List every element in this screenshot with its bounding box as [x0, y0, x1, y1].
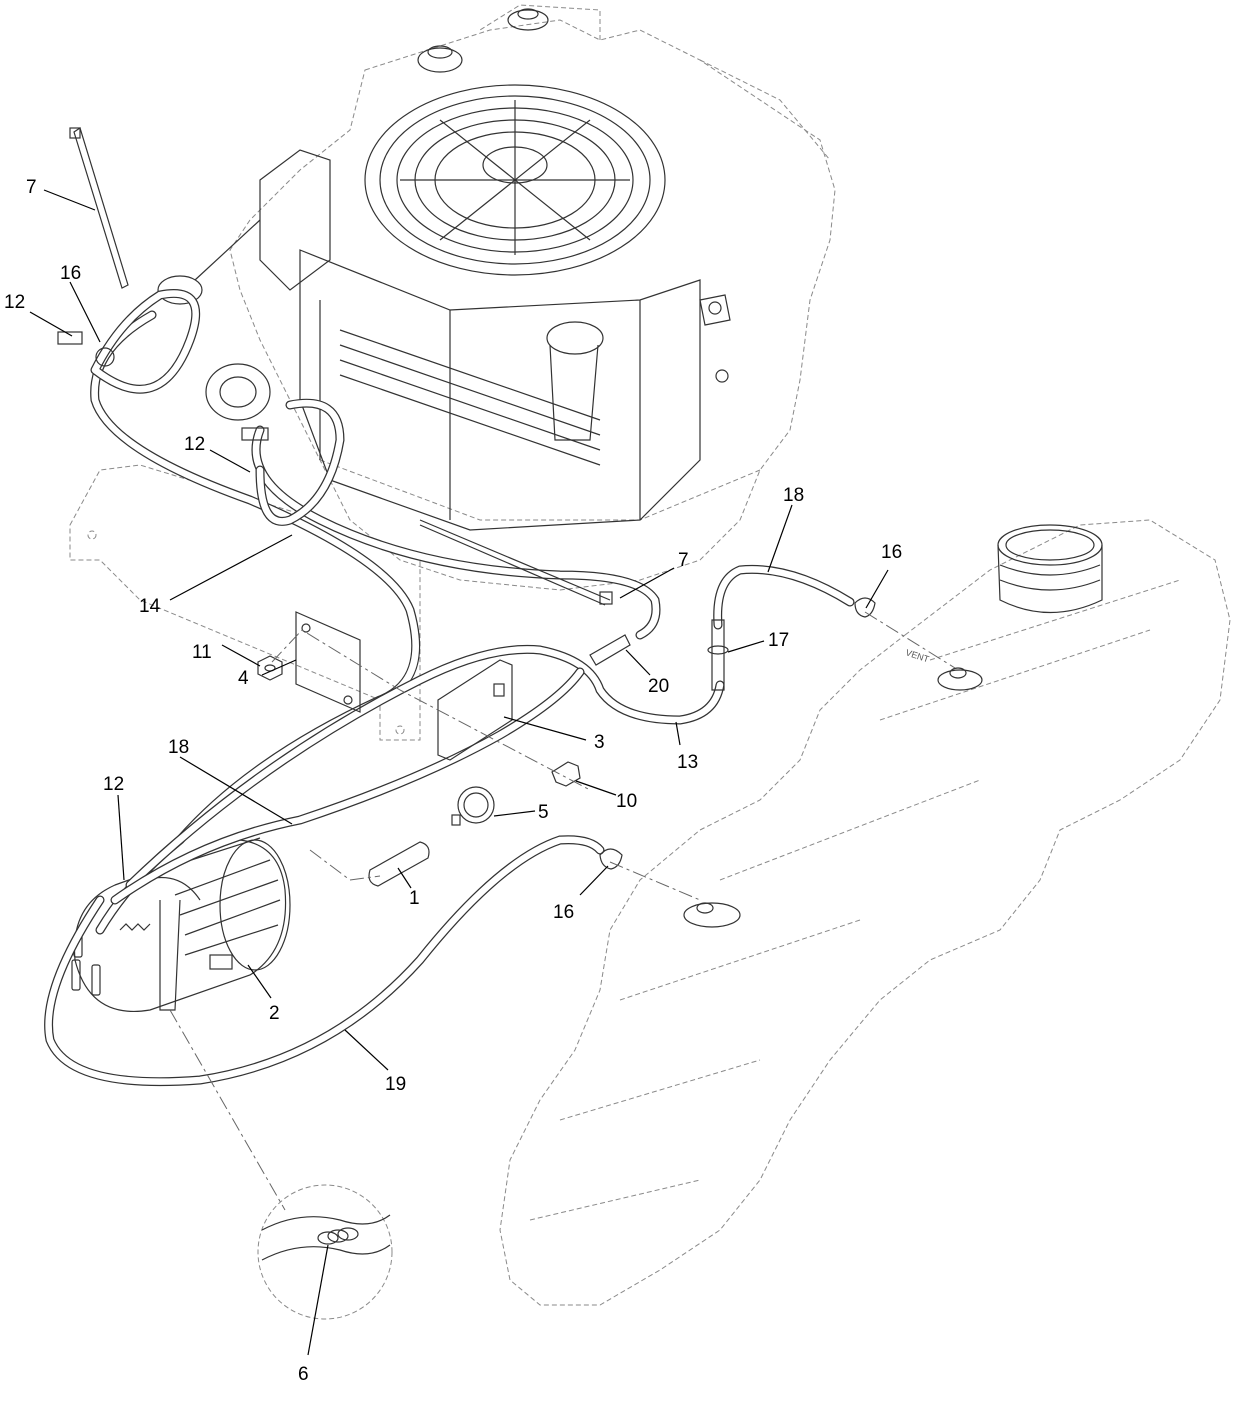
fuel-tank: VENT [499, 519, 1231, 1306]
callout-12-lower: 12 [103, 774, 124, 795]
callout-2: 2 [269, 1003, 280, 1024]
small-parts [57, 127, 876, 887]
tank-vent-marking: VENT [904, 647, 930, 664]
callout-20: 20 [648, 676, 669, 697]
callout-16-right: 16 [881, 542, 902, 563]
callout-17: 17 [768, 630, 789, 651]
callout-18-upper: 18 [783, 485, 804, 506]
callout-14: 14 [139, 596, 161, 617]
mounting-bracket [69, 464, 421, 741]
leader-lines [29, 189, 889, 1356]
callout-1: 1 [409, 888, 420, 909]
callout-19: 19 [385, 1074, 406, 1095]
callout-labels: 1 2 3 4 5 6 7 7 10 11 12 12 12 13 14 16 … [4, 177, 902, 1385]
callout-13: 13 [677, 752, 698, 773]
detail-view [257, 1184, 393, 1320]
engine [157, 4, 836, 591]
callout-12-middle: 12 [184, 434, 205, 455]
callout-18-lower: 18 [168, 737, 189, 758]
callout-3: 3 [594, 732, 605, 753]
callout-7-lower: 7 [678, 550, 689, 571]
callout-16-upper: 16 [60, 263, 81, 284]
centerlines [169, 611, 956, 1211]
callout-6: 6 [298, 1364, 309, 1385]
callout-12-upper: 12 [4, 292, 25, 313]
callout-11: 11 [192, 642, 212, 663]
callout-16-lower: 16 [553, 902, 574, 923]
callout-4: 4 [238, 668, 249, 689]
callout-5: 5 [538, 802, 549, 823]
callout-10: 10 [616, 791, 637, 812]
callout-7-upper: 7 [26, 177, 37, 198]
hoses [44, 289, 855, 1087]
